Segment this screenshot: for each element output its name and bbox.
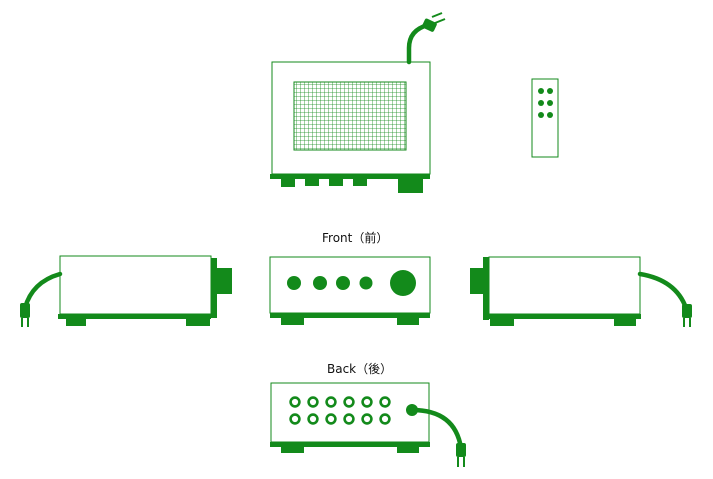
- right-view-base: [489, 314, 641, 319]
- back-view-base: [270, 442, 430, 447]
- left-view-body: [59, 255, 212, 315]
- rca-jack: [343, 413, 355, 425]
- right-view-front-panel: [483, 257, 489, 320]
- front-knob: [313, 276, 327, 290]
- rca-jack: [379, 413, 391, 425]
- rca-jack: [289, 413, 301, 425]
- rca-jack: [307, 396, 319, 408]
- remote-control-icon: [531, 78, 559, 158]
- front-knob: [359, 276, 373, 290]
- rca-jack: [289, 396, 301, 408]
- plug-icon: [637, 271, 692, 327]
- rca-jack: [361, 413, 373, 425]
- back-view-foot: [397, 447, 419, 453]
- back-view-foot: [281, 447, 304, 453]
- top-view-power-block: [398, 179, 423, 193]
- plug-icon: [406, 12, 446, 65]
- top-view-jack: [329, 179, 343, 186]
- top-view-jack: [305, 179, 319, 186]
- left-view-base: [58, 314, 211, 319]
- front-view: [269, 256, 431, 325]
- rca-jack: [361, 396, 373, 408]
- remote-button: [547, 100, 553, 106]
- back-view-label: Back（後）: [327, 362, 393, 376]
- top-view-jack: [353, 179, 367, 186]
- left-view-knob: [217, 268, 232, 294]
- remote-button: [538, 112, 544, 118]
- top-view: [270, 12, 446, 193]
- rca-jacks: [289, 396, 391, 425]
- back-view-body: [270, 382, 430, 443]
- right-view-foot: [614, 319, 636, 326]
- rca-jack: [307, 413, 319, 425]
- front-knob: [287, 276, 301, 290]
- right-side-view: [470, 256, 692, 327]
- remote-button: [547, 112, 553, 118]
- front-knob: [336, 276, 350, 290]
- remote-button: [547, 88, 553, 94]
- remote-button: [538, 88, 544, 94]
- top-view-base: [270, 174, 430, 179]
- rca-jack: [343, 396, 355, 408]
- left-view-foot: [66, 319, 86, 326]
- right-view-foot: [490, 319, 514, 326]
- plug-icon: [409, 407, 466, 467]
- back-view: [270, 382, 466, 467]
- right-view-knob: [470, 268, 483, 294]
- right-view-body: [488, 256, 641, 315]
- volume-knob: [390, 270, 416, 296]
- front-view-base: [270, 313, 430, 318]
- remote-button: [538, 100, 544, 106]
- left-view-front-panel: [211, 258, 217, 318]
- front-view-foot: [281, 318, 304, 325]
- rca-jack: [325, 413, 337, 425]
- remote-body: [531, 78, 559, 158]
- grille-icon: [293, 81, 407, 151]
- front-view-label: Front（前）: [322, 231, 389, 245]
- rca-jack: [379, 396, 391, 408]
- left-view-foot: [186, 319, 210, 326]
- left-side-view: [20, 255, 232, 327]
- top-view-foot: [281, 179, 295, 187]
- rca-jack: [325, 396, 337, 408]
- front-view-foot: [397, 318, 419, 325]
- plug-icon: [20, 271, 63, 327]
